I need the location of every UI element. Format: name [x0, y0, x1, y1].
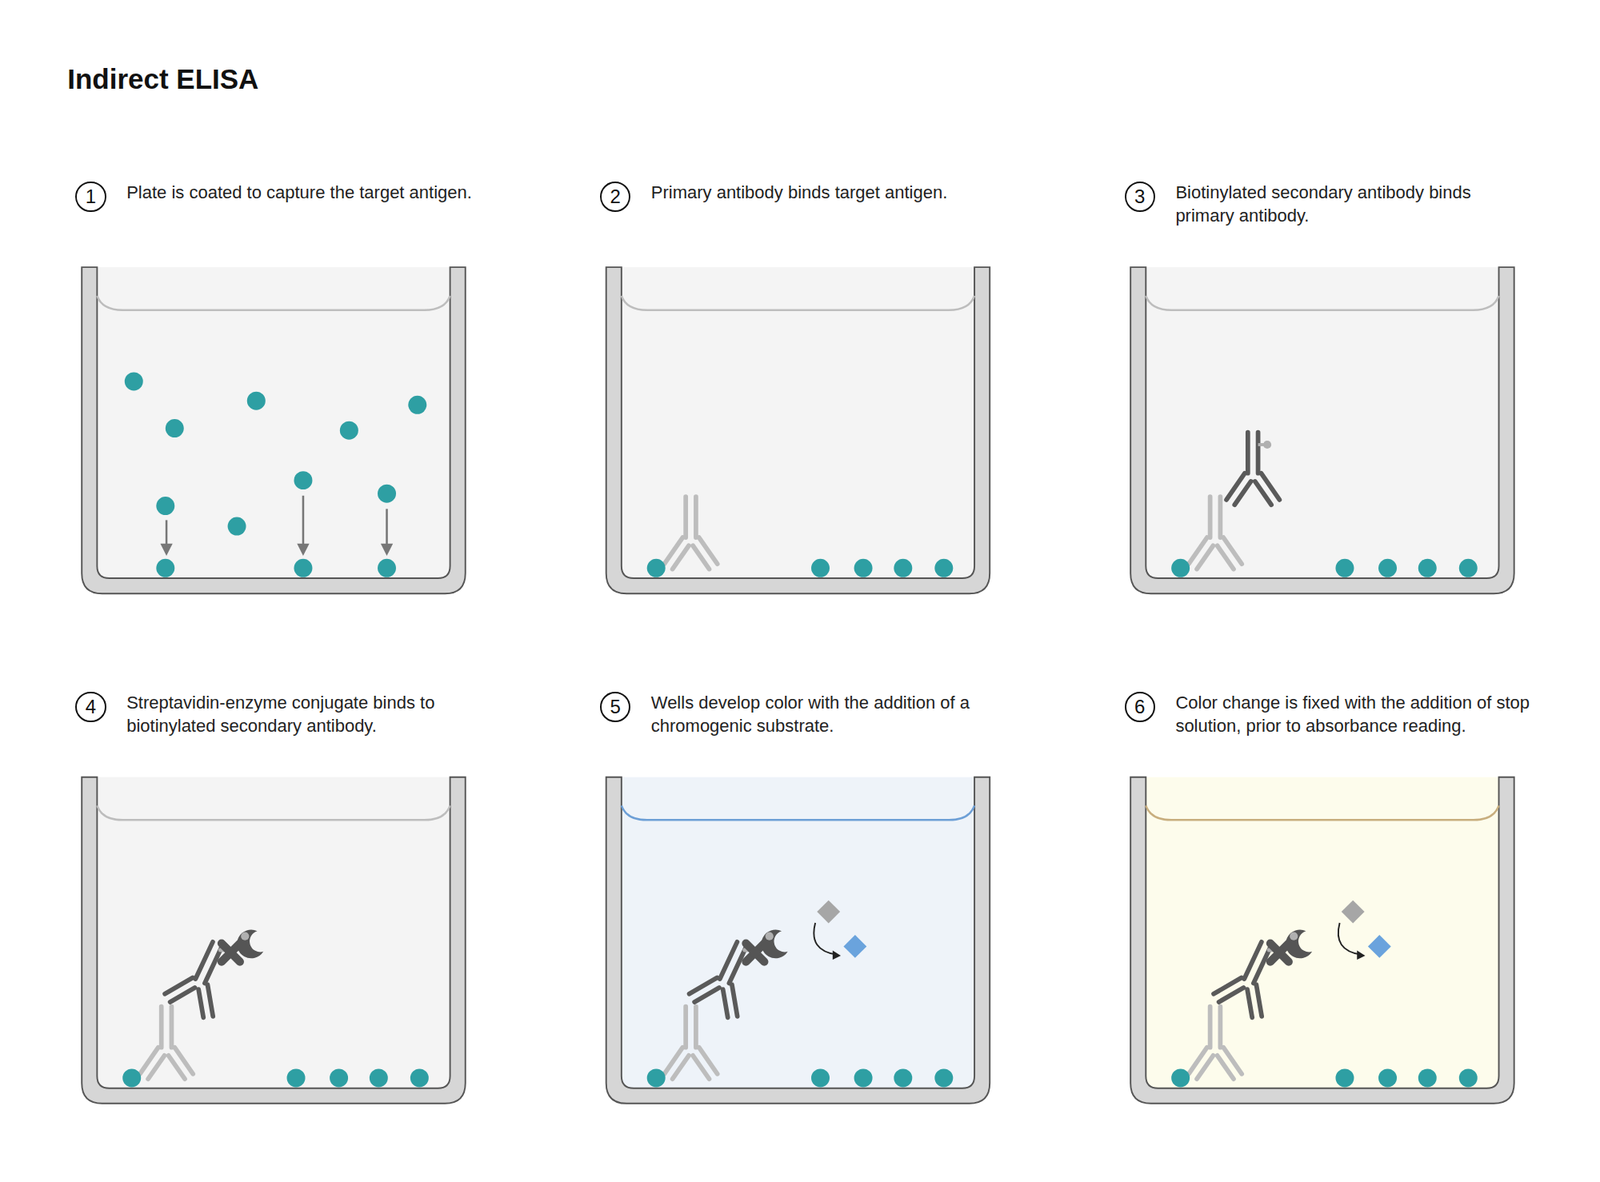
callout-number: 5 — [609, 696, 620, 719]
step-number-circle: 2 — [600, 181, 631, 212]
step-caption: Color change is fixed with the addition … — [1175, 691, 1532, 738]
step-number-circle: 4 — [75, 692, 106, 723]
step-number-circle: 5 — [600, 692, 631, 723]
step-caption: Streptavidin-enzyme conjugate binds to b… — [126, 691, 484, 738]
callout-number: 4 — [85, 696, 96, 719]
step-caption: Wells develop color with the addition of… — [651, 691, 1008, 738]
callout-number: 6 — [1134, 696, 1145, 719]
callout-number: 3 — [1134, 185, 1145, 208]
step-caption: Plate is coated to capture the target an… — [126, 180, 484, 204]
diagram-title: Indirect ELISA — [67, 63, 259, 96]
callout-number: 2 — [609, 185, 620, 208]
step-number-circle: 3 — [1124, 181, 1156, 212]
step-number-circle: 6 — [1124, 692, 1156, 723]
step-number-circle: 1 — [75, 181, 106, 212]
step-caption: Primary antibody binds target antigen. — [651, 180, 1008, 204]
callout-number: 1 — [85, 185, 96, 208]
step-caption: Biotinylated secondary antibody binds pr… — [1175, 180, 1532, 228]
